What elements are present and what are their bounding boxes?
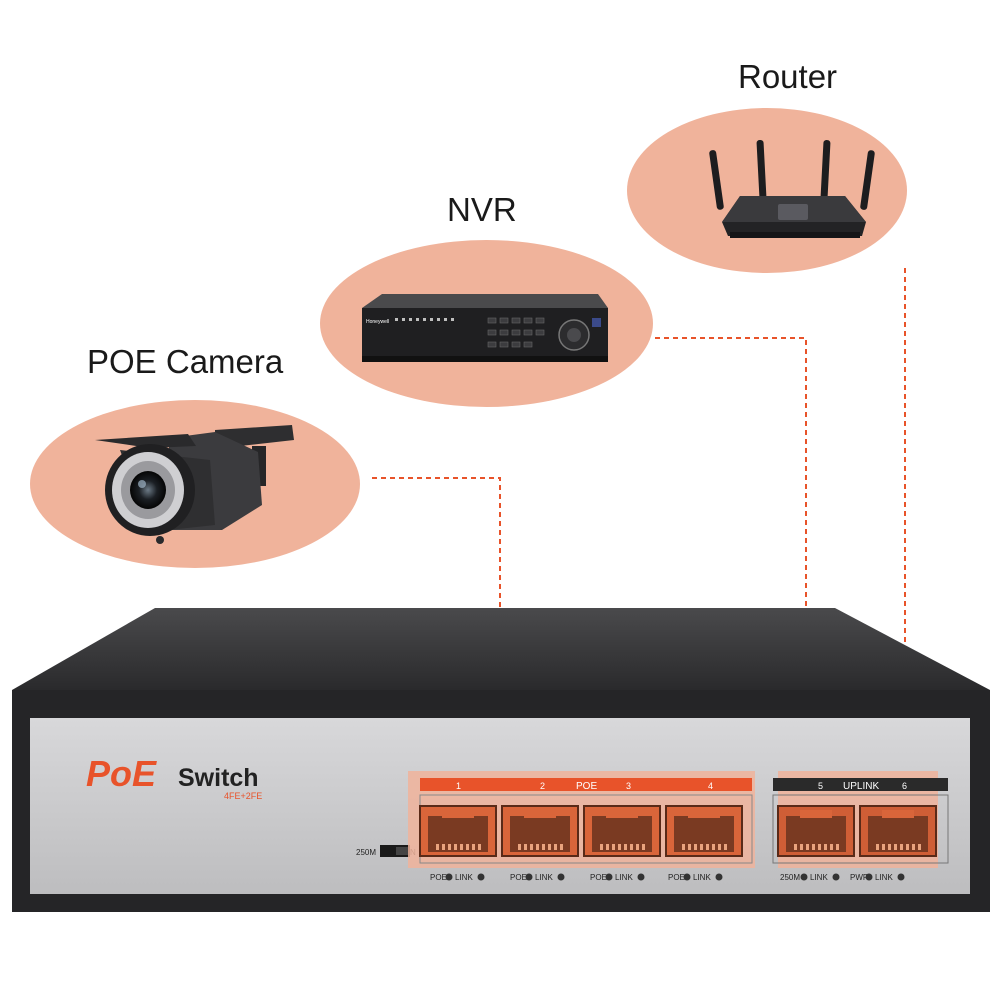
port-number: 2 [540, 781, 545, 791]
led-left-label: POE [430, 873, 447, 882]
router-icon [709, 139, 875, 238]
led-right-label: LINK [875, 873, 893, 882]
router-label: Router [738, 58, 838, 95]
ethernet-port-2[interactable] [501, 805, 579, 857]
status-led [605, 873, 613, 881]
ethernet-port-6[interactable] [859, 805, 937, 857]
status-led [557, 873, 565, 881]
status-led [832, 873, 840, 881]
brand-switch: Switch [178, 764, 259, 792]
led-right-label: LINK [615, 873, 633, 882]
nvr-label: NVR [447, 191, 517, 228]
port-number: 6 [902, 781, 907, 791]
port-number: 3 [626, 781, 631, 791]
uplink-group-bar [773, 778, 948, 791]
router-bubble [627, 108, 907, 273]
poe-group-bar [420, 778, 752, 791]
led-left-label: PWR [850, 873, 869, 882]
led-left-label: 250M [780, 873, 800, 882]
led-right-label: LINK [535, 873, 553, 882]
status-led [525, 873, 533, 881]
status-led [800, 873, 808, 881]
status-led [897, 873, 905, 881]
led-left-label: POE [590, 873, 607, 882]
port-number: 5 [818, 781, 823, 791]
nvr-brand: Honeywell [366, 319, 389, 325]
status-led [637, 873, 645, 881]
status-led [445, 873, 453, 881]
port-number: 4 [708, 781, 713, 791]
camera-connection-line [372, 477, 501, 770]
status-led [715, 873, 723, 881]
poe-switch: PoE Switch 4FE+2FE 250M N POE UPLINK [12, 608, 990, 912]
ethernet-port-1[interactable] [419, 805, 497, 857]
status-led [477, 873, 485, 881]
dip-label: 250M [356, 848, 376, 857]
poe-group-label: POE [576, 781, 597, 792]
camera-icon [95, 425, 294, 544]
ethernet-port-5[interactable] [777, 805, 855, 857]
nvr-icon: Honeywell [362, 294, 608, 362]
status-led [683, 873, 691, 881]
brand-poe: PoE [86, 753, 157, 794]
ethernet-port-3[interactable] [583, 805, 661, 857]
ethernet-port-4[interactable] [665, 805, 743, 857]
uplink-group-label: UPLINK [843, 781, 879, 792]
camera-label: POE Camera [87, 343, 284, 380]
model-label: 4FE+2FE [224, 791, 262, 801]
port-number: 1 [456, 781, 461, 791]
led-right-label: LINK [455, 873, 473, 882]
led-right-label: LINK [693, 873, 711, 882]
led-left-label: POE [668, 873, 685, 882]
led-right-label: LINK [810, 873, 828, 882]
led-left-label: POE [510, 873, 527, 882]
status-led [865, 873, 873, 881]
